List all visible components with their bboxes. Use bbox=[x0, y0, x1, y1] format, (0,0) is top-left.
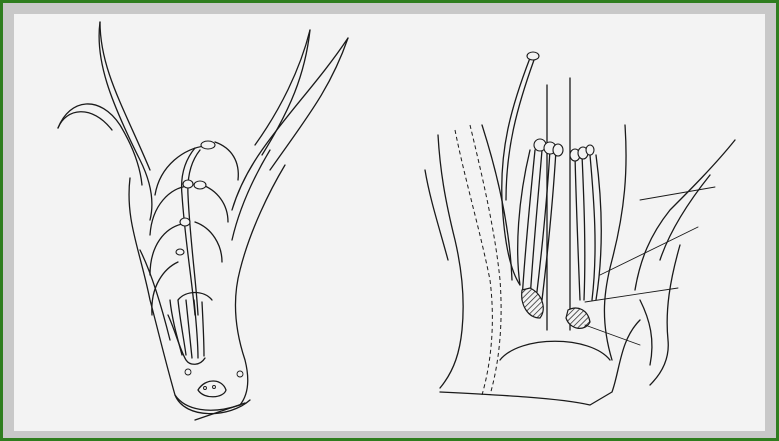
anther-1 bbox=[201, 141, 215, 149]
leader-line-4 bbox=[585, 325, 640, 345]
stigma-tip bbox=[527, 52, 539, 60]
leader-line-1 bbox=[640, 187, 715, 200]
anther-4 bbox=[180, 218, 190, 226]
ovary-left bbox=[522, 288, 543, 318]
left-spikelet-drawing bbox=[58, 22, 348, 420]
anther-cluster-left-3 bbox=[553, 144, 563, 156]
anther-cluster-right-3 bbox=[586, 145, 594, 155]
anther-2 bbox=[183, 180, 193, 188]
leader-line-3 bbox=[585, 288, 678, 302]
anther-5 bbox=[176, 249, 184, 255]
right-floret-drawing bbox=[425, 52, 735, 405]
anther-3 bbox=[194, 181, 206, 189]
